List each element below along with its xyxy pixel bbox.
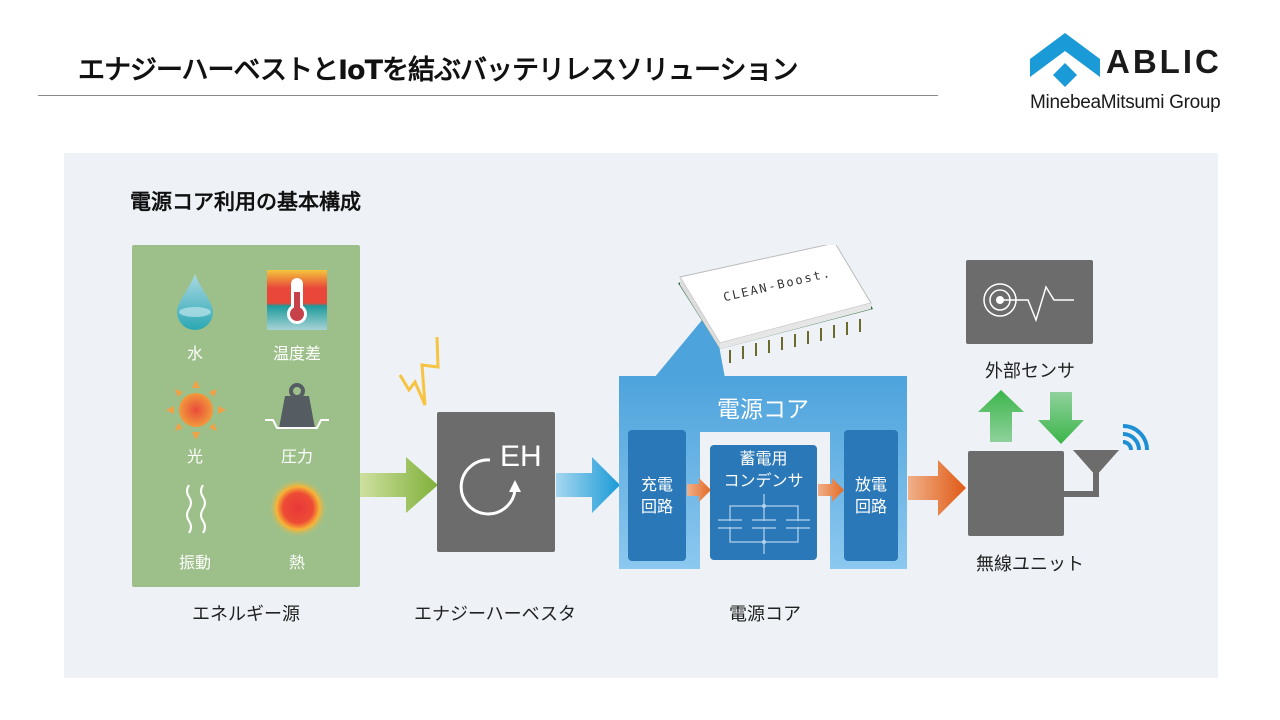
energy-harvester-box xyxy=(437,412,555,552)
thermometer-icon xyxy=(267,270,327,330)
source-label-heat: 熱 xyxy=(288,553,305,572)
capacitor-label-2: コンデンサ xyxy=(723,471,804,490)
capacitor-symbol-icon xyxy=(718,494,810,554)
discharge-circuit-label-2: 回路 xyxy=(854,497,887,516)
discharge-circuit-block: 放電 回路 xyxy=(844,430,898,561)
page-title: エナジーハーベストとIoTを結ぶバッテリレスソリューション xyxy=(78,55,798,86)
wireless-unit-box xyxy=(968,451,1064,536)
source-label-temperature: 温度差 xyxy=(272,344,321,363)
clean-boost-module-icon xyxy=(678,245,873,363)
charge-circuit-block: 充電 回路 xyxy=(628,430,686,561)
logo-brand: ABLIC xyxy=(1106,43,1222,80)
charge-circuit-label-2: 回路 xyxy=(640,497,673,516)
discharge-circuit-label-1: 放電 xyxy=(854,475,887,494)
arrow-orange-small-icon xyxy=(818,478,844,502)
source-label-light: 光 xyxy=(186,447,203,466)
caption-harvester: エナジーハーベスタ xyxy=(414,604,576,625)
sensor-signal-icon xyxy=(983,283,1074,323)
caption-wireless-unit: 無線ユニット xyxy=(976,554,1084,575)
arrow-green-icon xyxy=(360,457,438,513)
arrow-blue-icon xyxy=(556,457,620,513)
arrow-up-icon xyxy=(978,390,1024,442)
caption-power-core: 電源コア xyxy=(729,604,801,625)
ablic-logo-icon xyxy=(1030,33,1100,87)
eh-label: EH xyxy=(500,440,542,473)
vibration-icon xyxy=(186,484,206,534)
logo-group: MinebeaMitsumi Group xyxy=(1030,92,1221,113)
weight-icon xyxy=(265,383,329,429)
charge-circuit-label-1: 充電 xyxy=(640,475,673,494)
eh-cycle-icon xyxy=(459,458,521,516)
capacitor-label-1: 蓄電用 xyxy=(739,449,788,468)
diagram-title: 電源コア利用の基本構成 xyxy=(130,190,361,214)
arrow-orange-icon xyxy=(908,460,966,516)
caption-energy-source: エネルギー源 xyxy=(192,604,300,625)
heat-icon xyxy=(268,478,328,538)
arrow-down-icon xyxy=(1038,392,1084,444)
power-core-title: 電源コア xyxy=(717,397,809,423)
source-label-water: 水 xyxy=(186,344,203,363)
antenna-icon xyxy=(1063,424,1149,497)
caption-external-sensor: 外部センサ xyxy=(985,361,1075,382)
water-drop-icon xyxy=(177,274,213,330)
lightning-icon xyxy=(398,336,440,406)
arrow-orange-small-icon xyxy=(687,478,711,502)
title-divider xyxy=(38,95,938,96)
sun-icon xyxy=(166,380,226,440)
source-label-vibration: 振動 xyxy=(178,553,211,572)
source-label-pressure: 圧力 xyxy=(280,447,313,466)
